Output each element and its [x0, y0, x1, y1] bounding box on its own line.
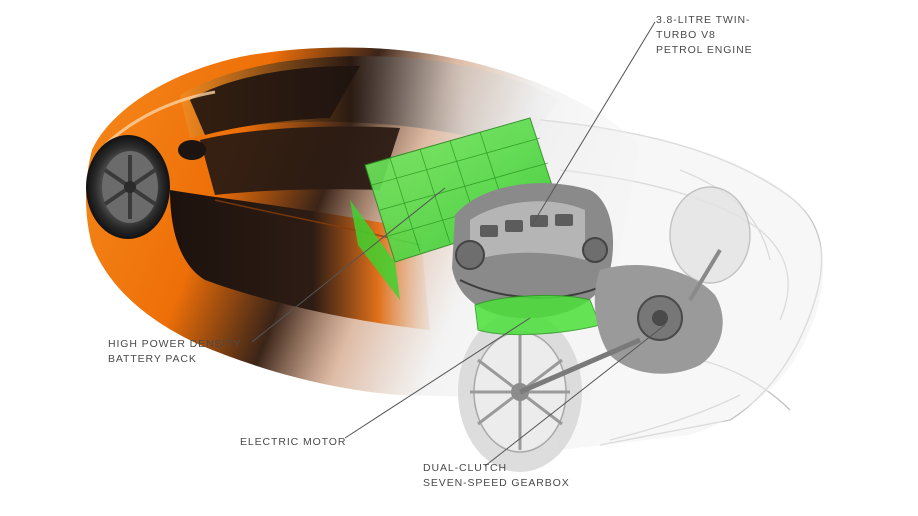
- drive-shaft: [519, 337, 641, 395]
- battery-callout-line1: HIGH POWER DENSITY: [108, 338, 242, 350]
- battery-callout-line2: BATTERY PACK: [108, 353, 197, 365]
- gearbox: [519, 248, 723, 395]
- windscreen: [190, 65, 360, 135]
- engine-callout-line2: TURBO V8: [656, 29, 716, 41]
- gearbox-callout-line2: SEVEN-SPEED GEARBOX: [423, 477, 570, 489]
- engine-callout-line3: PETROL ENGINE: [656, 44, 753, 56]
- leader-lines: [251, 21, 666, 467]
- far-rear-wheel: [669, 186, 751, 284]
- motor-callout: ELECTRIC MOTOR: [240, 435, 346, 450]
- side-mirror: [178, 140, 206, 160]
- engine-callout: 3.8-LITRE TWIN- TURBO V8 PETROL ENGINE: [656, 13, 753, 58]
- gearbox-callout: DUAL-CLUTCH SEVEN-SPEED GEARBOX: [423, 461, 570, 491]
- gearbox-callout-line1: DUAL-CLUTCH: [423, 462, 507, 474]
- rear-axle: [688, 248, 722, 302]
- v8-engine: [452, 183, 614, 319]
- electric-motor: [474, 294, 601, 336]
- side-window: [200, 126, 400, 195]
- leader-gearbox: [484, 324, 666, 467]
- leader-engine: [531, 21, 656, 226]
- motor-callout-line1: ELECTRIC MOTOR: [240, 436, 347, 448]
- front-wheel: [86, 135, 170, 239]
- leader-battery: [251, 187, 446, 343]
- battery-callout: HIGH POWER DENSITY BATTERY PACK: [108, 337, 241, 367]
- leader-motor: [344, 317, 531, 439]
- engine-callout-line1: 3.8-LITRE TWIN-: [656, 14, 751, 26]
